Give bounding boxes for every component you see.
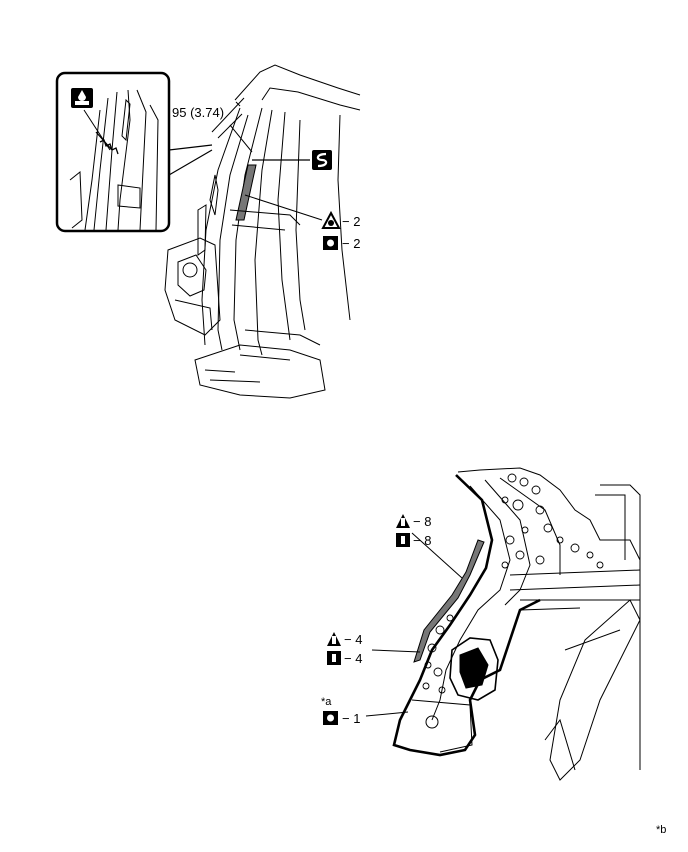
- note-a: *a: [321, 696, 332, 708]
- body-sealer-icon: [312, 150, 332, 170]
- note-b: *b: [656, 824, 666, 836]
- callout-spot-weld-count: − 2: [342, 214, 360, 229]
- plug-weld-icon: [323, 236, 338, 250]
- bottom-figure: [365, 467, 641, 781]
- callout-brazing-count-upper: − 8: [413, 514, 431, 529]
- detail-inset: [55, 71, 213, 233]
- callout-plug-weld-count: − 2: [342, 236, 360, 251]
- mig-weld-icon: [327, 651, 341, 665]
- dimension-marker: [211, 97, 253, 153]
- top-figure: [55, 64, 361, 399]
- mig-weld-icon: [396, 533, 410, 547]
- callout-mig-weld-count-lower: − 4: [344, 651, 362, 666]
- plug-weld-icon: [323, 711, 338, 725]
- spot-weld-icon: [321, 210, 341, 229]
- callout-mig-weld-count-upper: − 8: [413, 533, 431, 548]
- dimension-label: 95 (3.74): [172, 105, 224, 120]
- sealer-icon: [71, 88, 93, 108]
- brazing-icon: [327, 632, 341, 646]
- callout-plug-weld-count-bottom: − 1: [342, 711, 360, 726]
- callout-brazing-count-lower: − 4: [344, 632, 362, 647]
- center-pillar: [164, 64, 361, 399]
- brazing-icon: [396, 514, 410, 528]
